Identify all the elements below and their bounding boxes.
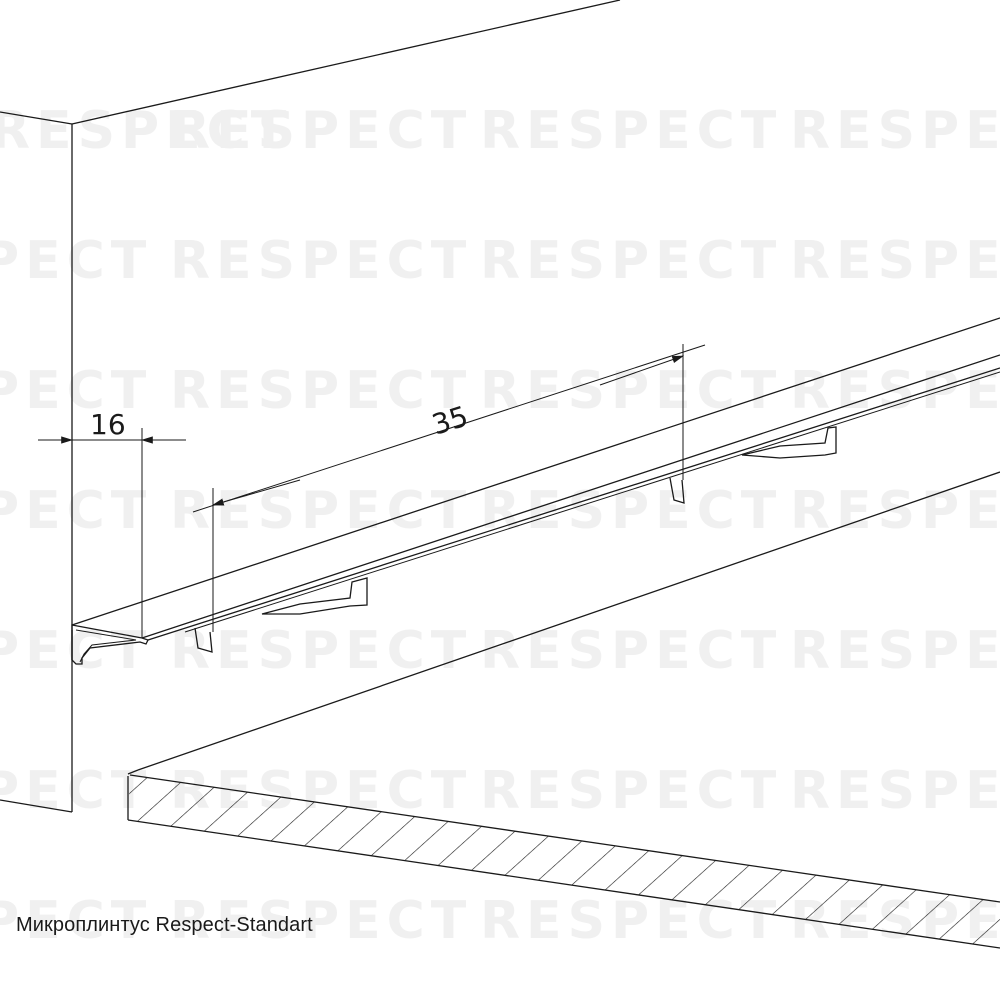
wall-bottom-edge — [0, 799, 73, 813]
watermark-text: RESPECT — [790, 101, 1000, 161]
floor-slab — [127, 471, 1000, 949]
watermark-text: RESPECT — [790, 481, 1000, 541]
watermark-text: RESPECT — [480, 101, 782, 161]
dim-35-arrow-right — [599, 355, 685, 386]
profile-top-back-edge — [71, 317, 1000, 626]
dim-16-label: 16 — [90, 408, 126, 441]
watermark-text: RESPECT — [0, 231, 152, 291]
profile-rib-edge — [184, 371, 1000, 633]
watermark-text: RESPECT — [0, 621, 152, 681]
wall-top-edge — [71, 0, 621, 125]
watermark-text: RESPECT — [0, 481, 152, 541]
floor-bottom-edge — [127, 819, 1000, 949]
watermark-text: RESPECT — [790, 361, 1000, 421]
diagram-caption: Микроплинтус Respect-Standart — [16, 914, 313, 936]
watermark-text: RESPECT — [170, 621, 472, 681]
dim-35-line — [192, 344, 706, 513]
watermark-text: RESPECT — [0, 361, 152, 421]
profile-cross-section-inner — [75, 629, 137, 663]
watermark-text: RESPECT — [170, 481, 472, 541]
watermark-text: RESPECT — [0, 761, 152, 821]
floor-top-edge — [129, 774, 1000, 903]
mounting-bracket-front — [261, 577, 368, 615]
floor-back-edge — [137, 471, 1000, 771]
watermark-text: RESPECT — [480, 761, 782, 821]
profile-clip-front — [194, 627, 213, 653]
watermark-text: RESPECT — [480, 621, 782, 681]
watermark-text: RESPECT — [170, 891, 472, 951]
watermark-text: RESPECT — [0, 101, 292, 161]
watermark-text: RESPECT — [0, 891, 152, 951]
watermark-text: RESPECT — [170, 231, 472, 291]
profile-bottom-front-edge — [147, 367, 1000, 641]
watermark-text: RESPECT — [790, 621, 1000, 681]
watermark-text: RESPECT — [790, 761, 1000, 821]
dimension-height: 16 — [38, 408, 186, 638]
floor-front-corner — [127, 769, 139, 775]
watermark-text: RESPECT — [790, 231, 1000, 291]
profile-top-front-edge — [141, 354, 1000, 639]
skirting-profile — [71, 317, 1000, 665]
floor-section-hatch — [128, 775, 1000, 948]
watermark-text: RESPECT — [480, 361, 782, 421]
mounting-bracket-back — [741, 426, 837, 459]
wall-edge-left-top — [0, 111, 73, 125]
watermark-text: RESPECT — [480, 231, 782, 291]
dim-35-arrow-left — [211, 479, 301, 506]
watermark-text: RESPECT — [170, 361, 472, 421]
profile-clip-back — [669, 477, 685, 504]
watermark-text: RESPECT — [170, 101, 472, 161]
